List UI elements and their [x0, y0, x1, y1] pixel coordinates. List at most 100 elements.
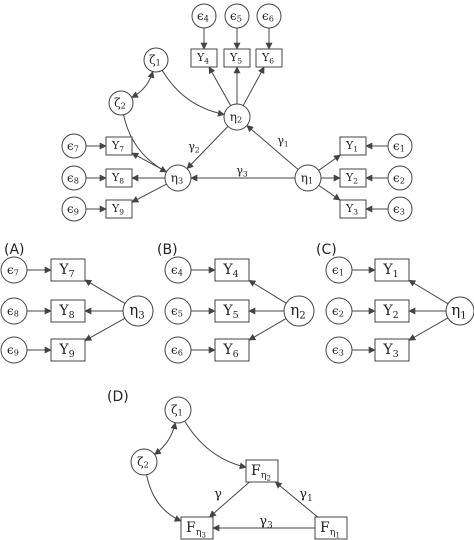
indicator-rect	[339, 136, 367, 156]
node-y8-indicator: Y8	[105, 168, 133, 188]
edge-label-gamma2: γ2	[188, 140, 200, 154]
node-c-eps1-error: ϵ1	[325, 256, 353, 284]
node-eps7-error: ϵ7	[61, 133, 87, 159]
edge-eta1-y1	[318, 154, 341, 171]
panel-label-a: (A)	[4, 242, 25, 258]
indicator-label: Y1	[382, 262, 398, 280]
latent-circle	[445, 296, 474, 326]
indicator-rect	[223, 48, 251, 68]
edge-eta3-y9	[131, 183, 167, 203]
error-label: ϵ4	[197, 9, 209, 24]
error-label: ϵ2	[393, 171, 405, 186]
error-label: ϵ4	[171, 263, 183, 278]
error-label: ϵ9	[67, 202, 79, 217]
edge-a-eta3-y7	[84, 279, 126, 304]
indicator-label: Y9	[58, 342, 74, 360]
indicator-rect	[105, 199, 133, 219]
edge-label-d-gamma3: γ3	[259, 514, 272, 531]
edge-d-zeta-covariance	[153, 422, 178, 455]
node-eps4-error: ϵ4	[191, 3, 217, 29]
indicator-label: Y8	[111, 171, 124, 185]
indicator-label: Y8	[58, 303, 74, 321]
disturbance-circle	[143, 47, 169, 73]
edge-b-eta2-y4	[248, 279, 287, 304]
latent-circle	[164, 164, 192, 192]
edge-b-eta2-y6	[248, 318, 287, 341]
indicator-rect	[374, 258, 410, 282]
node-y9-indicator: Y9	[105, 199, 133, 219]
factor-box-label: Fη3	[186, 520, 206, 539]
node-a-eps7-error: ϵ7	[0, 256, 28, 284]
node-d-zeta1-disturbance: ζ1	[164, 396, 192, 424]
disturbance-circle	[164, 396, 192, 424]
latent-circle	[223, 103, 251, 131]
disturbance-label: ζ1	[149, 53, 161, 68]
node-eps6-error: ϵ6	[256, 3, 282, 29]
node-eps5-error: ϵ5	[224, 3, 250, 29]
node-y3-indicator: Y3	[339, 199, 367, 219]
node-eps3-error: ϵ3	[387, 196, 413, 222]
disturbance-label: ζ1	[171, 403, 183, 418]
disturbance-label: ζ2	[114, 96, 126, 111]
node-y6-indicator: Y6	[255, 48, 283, 68]
error-circle	[0, 336, 28, 364]
latent-label: η1	[301, 171, 313, 186]
node-c-y2-indicator: Y2	[374, 299, 410, 323]
error-circle	[61, 196, 87, 222]
node-a-y8-indicator: Y8	[50, 299, 86, 323]
indicator-rect	[339, 199, 367, 219]
disturbance-label: ζ2	[137, 455, 149, 470]
indicator-rect	[255, 48, 283, 68]
node-c-y3-indicator: Y3	[374, 338, 410, 362]
error-circle	[0, 256, 28, 284]
error-circle	[61, 165, 87, 191]
error-circle	[325, 297, 353, 325]
disturbance-circle	[108, 90, 134, 116]
error-label: ϵ3	[332, 343, 344, 358]
node-eps8-error: ϵ8	[61, 165, 87, 191]
indicator-label: Y5	[229, 51, 242, 65]
node-d-f2-factor-box: Fη2	[245, 459, 279, 483]
node-a-y7-indicator: Y7	[50, 258, 86, 282]
error-circle	[224, 3, 250, 29]
edge-eta2-y6	[242, 66, 265, 106]
node-y4-indicator: Y4	[190, 48, 218, 68]
indicator-rect	[190, 48, 218, 68]
edge-label-gamma3: γ3	[236, 164, 248, 178]
edge-eta1-y3	[318, 184, 341, 201]
error-label: ϵ6	[262, 9, 274, 24]
node-b-y5-indicator: Y5	[214, 299, 250, 323]
node-y7-indicator: Y7	[105, 136, 133, 156]
edge-c-eta1-y3	[408, 317, 449, 341]
error-circle	[387, 133, 413, 159]
error-circle	[164, 256, 192, 284]
node-y1-indicator: Y1	[339, 136, 367, 156]
latent-circle	[283, 295, 315, 327]
edge-a-eta3-y9	[84, 317, 126, 341]
error-label: ϵ7	[7, 263, 19, 278]
node-eps1-error: ϵ1	[387, 133, 413, 159]
indicator-rect	[374, 338, 410, 362]
node-c-y1-indicator: Y1	[374, 258, 410, 282]
node-b-eta2-latent: η2	[283, 295, 315, 327]
factor-box-rect	[245, 459, 279, 483]
indicator-label: Y4	[222, 262, 238, 280]
error-label: ϵ7	[67, 139, 79, 154]
edge-zeta-covariance	[131, 70, 155, 98]
node-y5-indicator: Y5	[223, 48, 251, 68]
latent-label: η2	[290, 301, 305, 322]
latent-label: η2	[230, 110, 242, 125]
latent-label: η3	[171, 171, 183, 186]
error-label: ϵ5	[171, 304, 183, 319]
error-circle	[164, 336, 192, 364]
factor-box-label: Fη2	[251, 463, 271, 482]
indicator-rect	[214, 299, 250, 323]
error-label: ϵ3	[393, 202, 405, 217]
node-b-eps5-error: ϵ5	[164, 297, 192, 325]
error-circle	[387, 196, 413, 222]
panel-label-d: (D)	[107, 389, 129, 405]
node-d-f3-factor-box: Fη3	[180, 516, 214, 540]
indicator-rect	[214, 338, 250, 362]
node-c-eps2-error: ϵ2	[325, 297, 353, 325]
indicator-label: Y7	[58, 262, 74, 280]
